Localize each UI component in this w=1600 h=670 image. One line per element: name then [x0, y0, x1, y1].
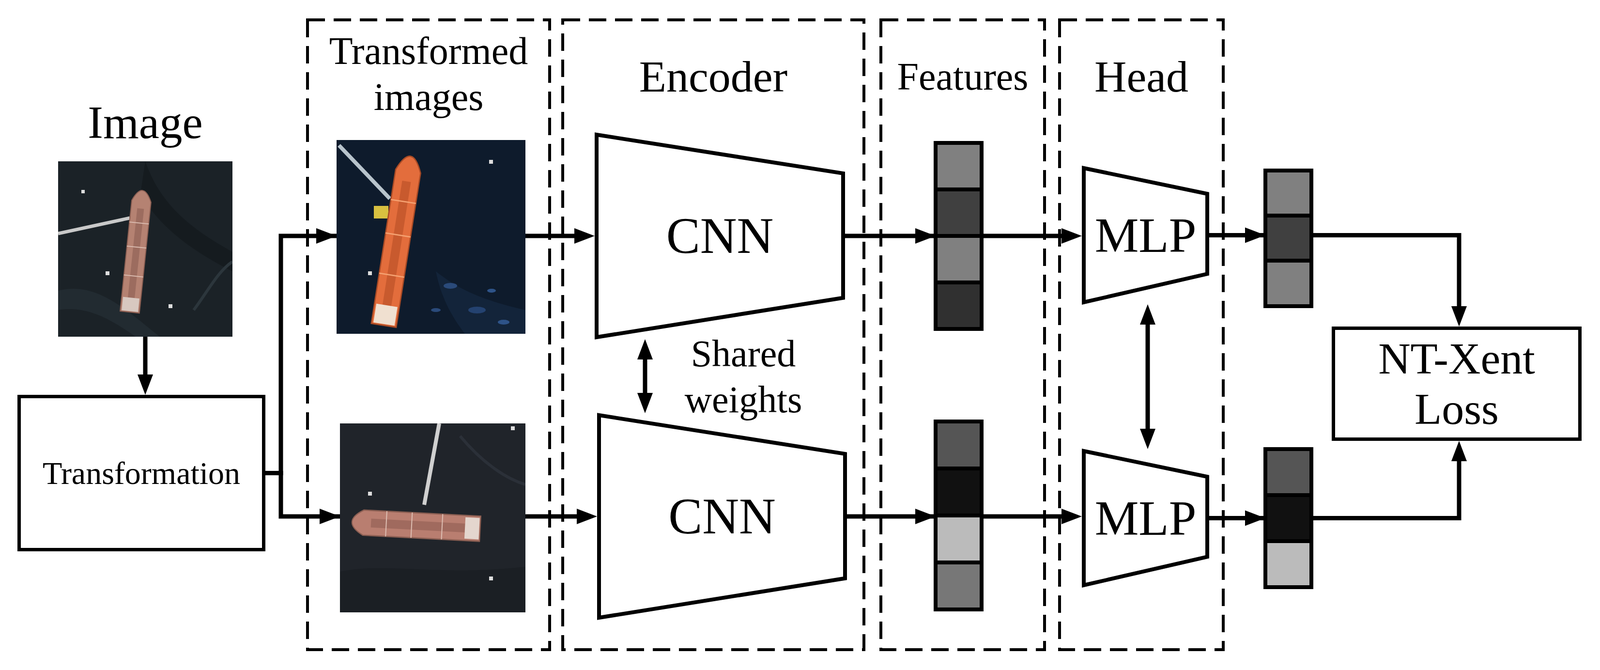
edge-label: Shared weights: [670, 330, 816, 423]
encoder-trapezoid: CNN: [597, 413, 847, 620]
node-label: CNN: [666, 206, 774, 265]
dashed-frame: [880, 19, 1045, 650]
flow-arrow: [1209, 450, 1460, 519]
image-block: Image: [58, 96, 233, 337]
trapezoid-outline: [599, 415, 846, 618]
flow-arrow: [1145, 313, 1151, 440]
flow-arrow: [1209, 235, 1460, 318]
dashed-frame: [879, 18, 1047, 651]
feature-vector: [935, 142, 982, 329]
node-label: NT-Xent Loss: [1354, 333, 1559, 434]
trapezoid-outline: [1083, 168, 1208, 303]
dashed-frame: [1059, 19, 1224, 650]
stage-group: Transformed images: [306, 18, 552, 651]
node-label: CNN: [668, 487, 776, 546]
augmented-photo: [336, 139, 526, 334]
flow-arrow: [643, 348, 648, 404]
flow-arrow: [846, 514, 1073, 519]
stage-group: MLP MLP Head: [1058, 18, 1225, 651]
input-photo: [58, 161, 233, 337]
trapezoid-outline: [1083, 450, 1208, 585]
flow-arrow: [265, 473, 588, 517]
node-label: MLP: [1094, 207, 1197, 263]
augmented-photo: [339, 423, 526, 613]
node-label: MLP: [1094, 490, 1197, 546]
flow-arrow: [143, 336, 148, 385]
node-label: Transformation: [42, 453, 241, 493]
feature-vector: [935, 421, 982, 610]
group-title: Features: [879, 52, 1047, 101]
flow-arrow: [845, 233, 1073, 239]
node-label: Image: [58, 96, 233, 149]
stage-group: Features: [879, 18, 1047, 651]
group-title: Head: [1058, 49, 1225, 104]
head-trapezoid: MLP: [1081, 448, 1210, 587]
loss-box: NT-Xent Loss: [1331, 326, 1582, 441]
head-trapezoid: MLP: [1081, 166, 1210, 305]
process-box: Transformation: [17, 394, 266, 552]
encoder-trapezoid: CNN: [594, 132, 846, 339]
projection-vector: [1265, 448, 1312, 587]
group-title: Encoder: [561, 49, 866, 104]
trapezoid-outline: [596, 134, 844, 338]
projection-vector: [1265, 170, 1312, 307]
flow-arrow: [265, 235, 585, 474]
group-title: Transformed images: [306, 28, 552, 121]
dashed-frame: [562, 19, 864, 650]
